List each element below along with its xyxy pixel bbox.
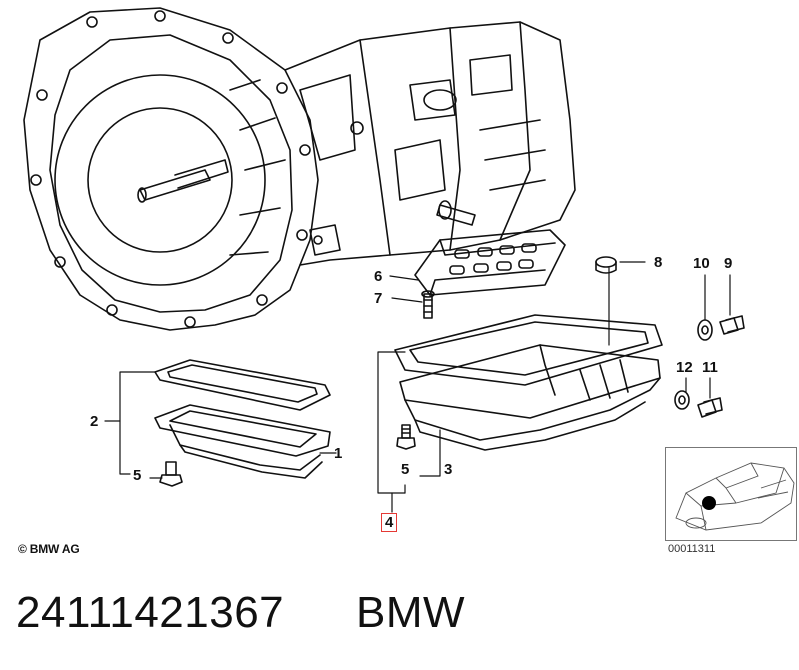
exploded-parts-diagram [23,7,745,513]
callout-7: 7 [374,290,383,307]
callout-10: 10 [693,255,710,272]
car-outline-icon [675,462,795,531]
pan-gasket-left [154,359,331,411]
bolt-part-11 [697,397,723,418]
bolt-part-7 [421,290,435,319]
bolt-part-5-left [159,461,183,487]
vehicle-location-thumbnail [665,447,797,541]
callout-11: 11 [702,359,718,376]
oil-pan-part-3 [399,344,661,451]
washer-part-12 [674,390,690,410]
callout-4-highlighted: 4 [381,513,398,532]
callout-3: 3 [444,461,453,478]
plug-part-8 [595,256,617,274]
callout-8: 8 [654,254,663,271]
callout-1: 1 [334,445,343,462]
transmission-housing [23,7,576,331]
callout-2: 2 [90,413,99,430]
callout-6: 6 [374,268,383,285]
diagram-reference-code: 00011311 [668,543,716,555]
callout-9: 9 [724,255,733,272]
bolt-part-5-right [396,424,416,450]
leader-lines [104,261,731,513]
brand-name: BMW [356,588,466,637]
washer-part-10 [697,319,713,341]
oil-pan-part-1 [154,404,331,479]
copyright-text: © BMW AG [18,542,80,556]
pan-gasket-upper [394,314,663,386]
callout-5-left: 5 [133,467,142,484]
bolt-part-9 [719,315,745,335]
callout-12: 12 [676,359,693,376]
part-number: 24111421367 [16,588,285,637]
oil-filter-part [414,229,566,296]
callout-5-right: 5 [401,461,410,478]
